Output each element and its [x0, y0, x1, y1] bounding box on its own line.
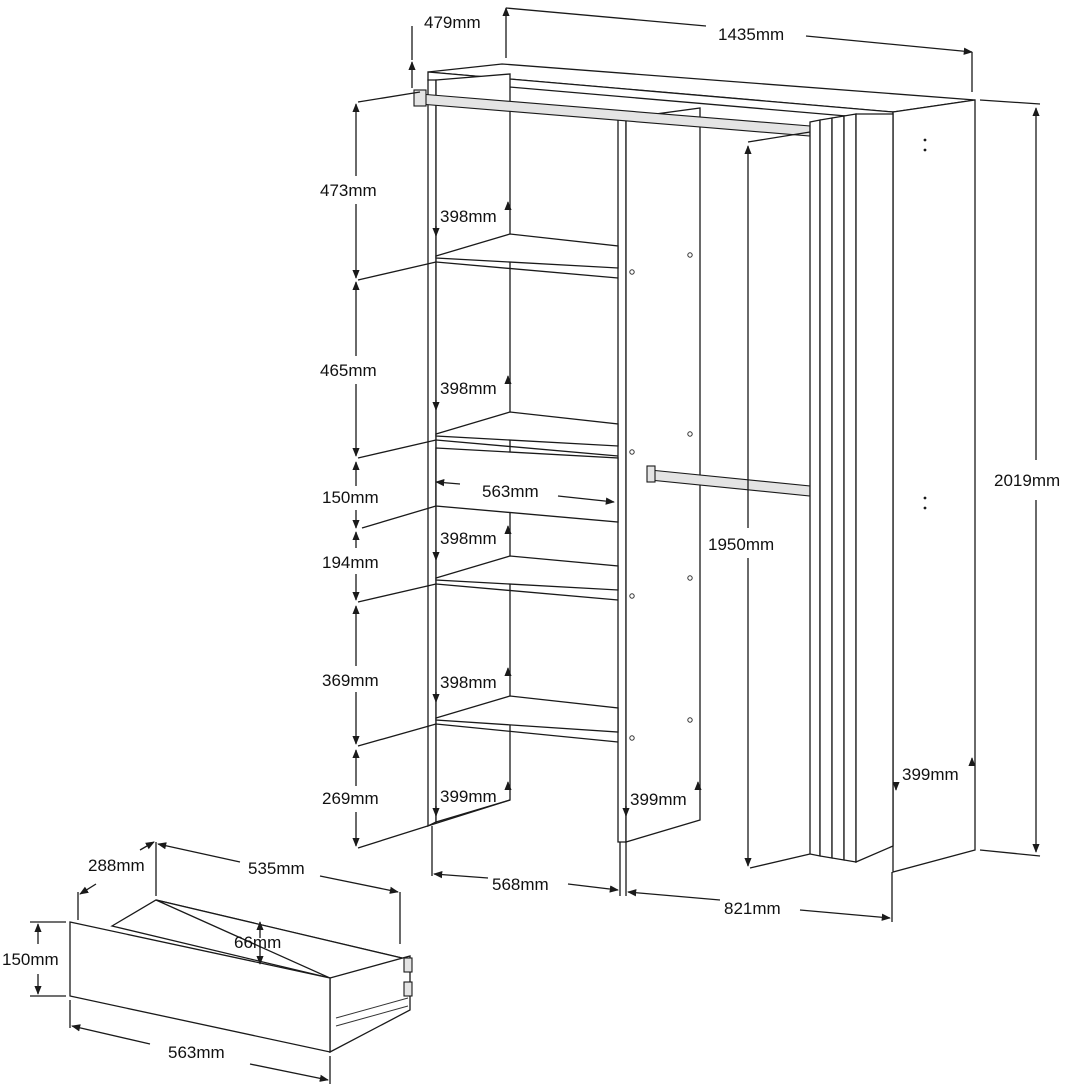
door-panel-1	[809, 119, 821, 857]
door-panel-3	[831, 115, 845, 861]
label-compartment-2: 465mm	[320, 361, 377, 380]
label-side-depth-left: 399mm	[440, 787, 497, 806]
door-panel-5	[855, 113, 894, 863]
shelf-4	[435, 695, 619, 733]
label-compartment-3: 194mm	[322, 553, 379, 572]
label-side-depth-middle: 399mm	[630, 790, 687, 809]
door-panel-2	[819, 117, 833, 859]
label-drawer-front-width: 563mm	[168, 1043, 225, 1062]
label-compartment-4: 369mm	[322, 671, 379, 690]
drawer-front	[69, 921, 331, 1053]
label-shelf-depth-1: 398mm	[440, 207, 497, 226]
label-hanging-height: 1950mm	[708, 535, 774, 554]
door-panel-4	[843, 113, 857, 863]
wardrobe-drawing	[413, 63, 976, 873]
label-compartment-1: 473mm	[320, 181, 377, 200]
label-wardrobe-depth: 479mm	[424, 13, 481, 32]
rail-bracket-left	[413, 89, 427, 107]
left-side-panel	[427, 79, 437, 828]
label-drawer-height: 150mm	[2, 950, 59, 969]
label-drawer-opening: 150mm	[322, 488, 379, 507]
loose-drawer-drawing	[30, 841, 413, 1084]
label-side-depth-right: 399mm	[902, 765, 959, 784]
label-wardrobe-height: 2019mm	[994, 471, 1060, 490]
label-drawer-inner-length: 535mm	[248, 859, 305, 878]
label-right-bay-width: 821mm	[724, 899, 781, 918]
drawer-in-slot	[435, 447, 619, 523]
label-left-bay-width: 568mm	[492, 875, 549, 894]
label-shelf-depth-4: 398mm	[440, 673, 497, 692]
shelf-1	[435, 233, 619, 269]
label-shelf-depth-2: 398mm	[440, 379, 497, 398]
label-drawer-inner-side-height: 66mm	[234, 933, 281, 952]
right-side-panel	[892, 99, 976, 873]
shelf-2	[435, 411, 619, 447]
label-compartment-5: 269mm	[322, 789, 379, 808]
label-wardrobe-width: 1435mm	[718, 25, 784, 44]
label-drawer-depth: 288mm	[88, 856, 145, 875]
label-shelf-depth-3: 398mm	[440, 529, 497, 548]
middle-divider	[617, 117, 627, 843]
shelf-3	[435, 555, 619, 591]
dimension-lines	[352, 7, 1041, 922]
label-drawer-slot-width: 563mm	[482, 482, 539, 501]
